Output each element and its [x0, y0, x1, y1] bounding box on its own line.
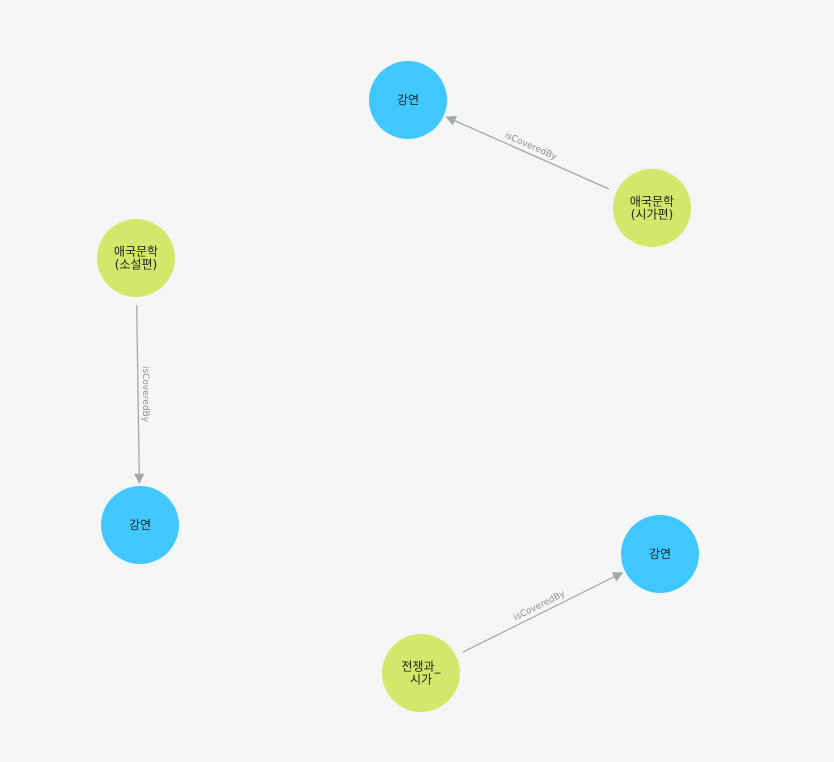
- edge-e2[interactable]: isCoveredBy: [134, 304, 150, 485]
- node-label: 강연: [129, 518, 151, 532]
- node-n2[interactable]: 애국문학(시가편): [613, 169, 691, 247]
- edge-line[interactable]: [462, 572, 624, 653]
- node-label: 시가: [410, 673, 432, 687]
- node-label: 강연: [649, 547, 671, 561]
- edge-label: isCoveredBy: [503, 131, 559, 163]
- node-n5[interactable]: 강연: [621, 515, 699, 593]
- node-n1[interactable]: 강연: [369, 61, 447, 139]
- node-label: 애국문학: [114, 245, 158, 259]
- edge-label: isCoveredBy: [140, 366, 150, 423]
- edge-line[interactable]: [134, 304, 145, 485]
- node-label: (소설편): [115, 258, 157, 272]
- node-label: 애국문학: [630, 195, 674, 209]
- node-n4[interactable]: 강연: [101, 486, 179, 564]
- edge-line[interactable]: [445, 116, 610, 190]
- edge-e3[interactable]: isCoveredBy: [462, 572, 624, 653]
- edges-layer: isCoveredBy isCoveredBy isCoveredBy: [134, 116, 624, 653]
- node-n3[interactable]: 애국문학(소설편): [97, 219, 175, 297]
- node-circle[interactable]: [621, 515, 699, 593]
- node-circle[interactable]: [97, 219, 175, 297]
- node-label: 강연: [397, 93, 419, 107]
- node-label: 전쟁과_: [401, 660, 441, 674]
- node-circle[interactable]: [369, 61, 447, 139]
- node-circle[interactable]: [101, 486, 179, 564]
- node-circle[interactable]: [382, 634, 460, 712]
- node-circle[interactable]: [613, 169, 691, 247]
- node-n6[interactable]: 전쟁과_시가: [382, 634, 460, 712]
- edge-label: isCoveredBy: [512, 589, 567, 623]
- edge-e1[interactable]: isCoveredBy: [445, 116, 610, 190]
- node-label: (시가편): [631, 208, 673, 222]
